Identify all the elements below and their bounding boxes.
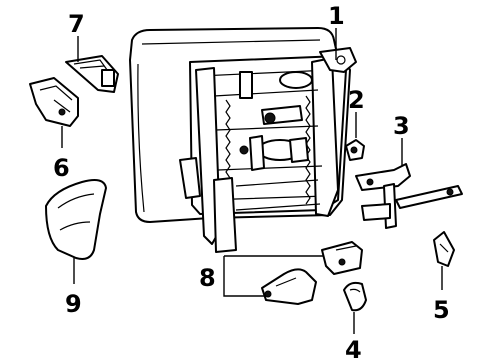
part-2-bolt bbox=[345, 139, 365, 161]
leader-8 bbox=[223, 255, 324, 297]
part-5-clip bbox=[433, 231, 455, 267]
callout-8: 8 bbox=[199, 264, 216, 292]
part-7-trim bbox=[65, 55, 119, 93]
part-9-panel bbox=[45, 179, 107, 260]
part-8-upper bbox=[321, 241, 363, 275]
seat-back-frame bbox=[129, 27, 357, 253]
callout-9: 9 bbox=[65, 290, 82, 318]
callout-6: 6 bbox=[53, 154, 70, 182]
part-8-lower bbox=[261, 268, 317, 305]
callout-1: 1 bbox=[328, 2, 345, 30]
callout-3: 3 bbox=[393, 112, 410, 140]
part-6-housing bbox=[29, 77, 79, 127]
callout-7: 7 bbox=[68, 10, 85, 38]
part-3-bracket bbox=[355, 163, 463, 229]
callout-4: 4 bbox=[345, 336, 362, 360]
part-4-cap bbox=[343, 281, 367, 312]
callout-5: 5 bbox=[433, 296, 450, 324]
callout-2: 2 bbox=[348, 86, 365, 114]
